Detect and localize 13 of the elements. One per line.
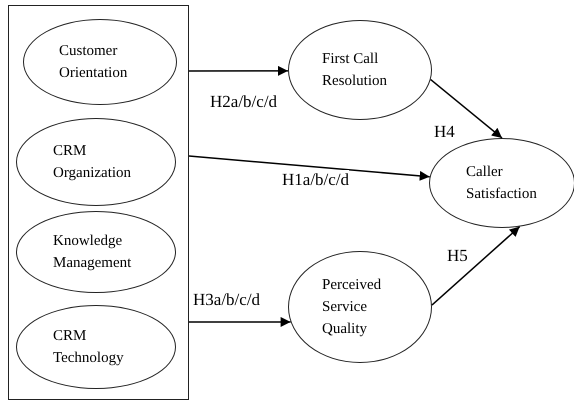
node-label: Perceived Service Quality bbox=[322, 276, 382, 339]
node-label: Caller Satisfaction bbox=[466, 163, 538, 204]
node-label: CRM Organization bbox=[53, 142, 132, 183]
arrow bbox=[189, 316, 291, 327]
node-label: Knowledge Management bbox=[53, 232, 132, 273]
arrow bbox=[189, 66, 288, 76]
arrow bbox=[431, 226, 520, 306]
node-label: First Call Resolution bbox=[322, 50, 388, 91]
node-label: CRM Technology bbox=[53, 327, 125, 368]
arrow bbox=[430, 78, 502, 139]
group-box bbox=[8, 5, 189, 400]
node-label: Customer Orientation bbox=[59, 42, 128, 83]
arrow bbox=[188, 155, 430, 181]
